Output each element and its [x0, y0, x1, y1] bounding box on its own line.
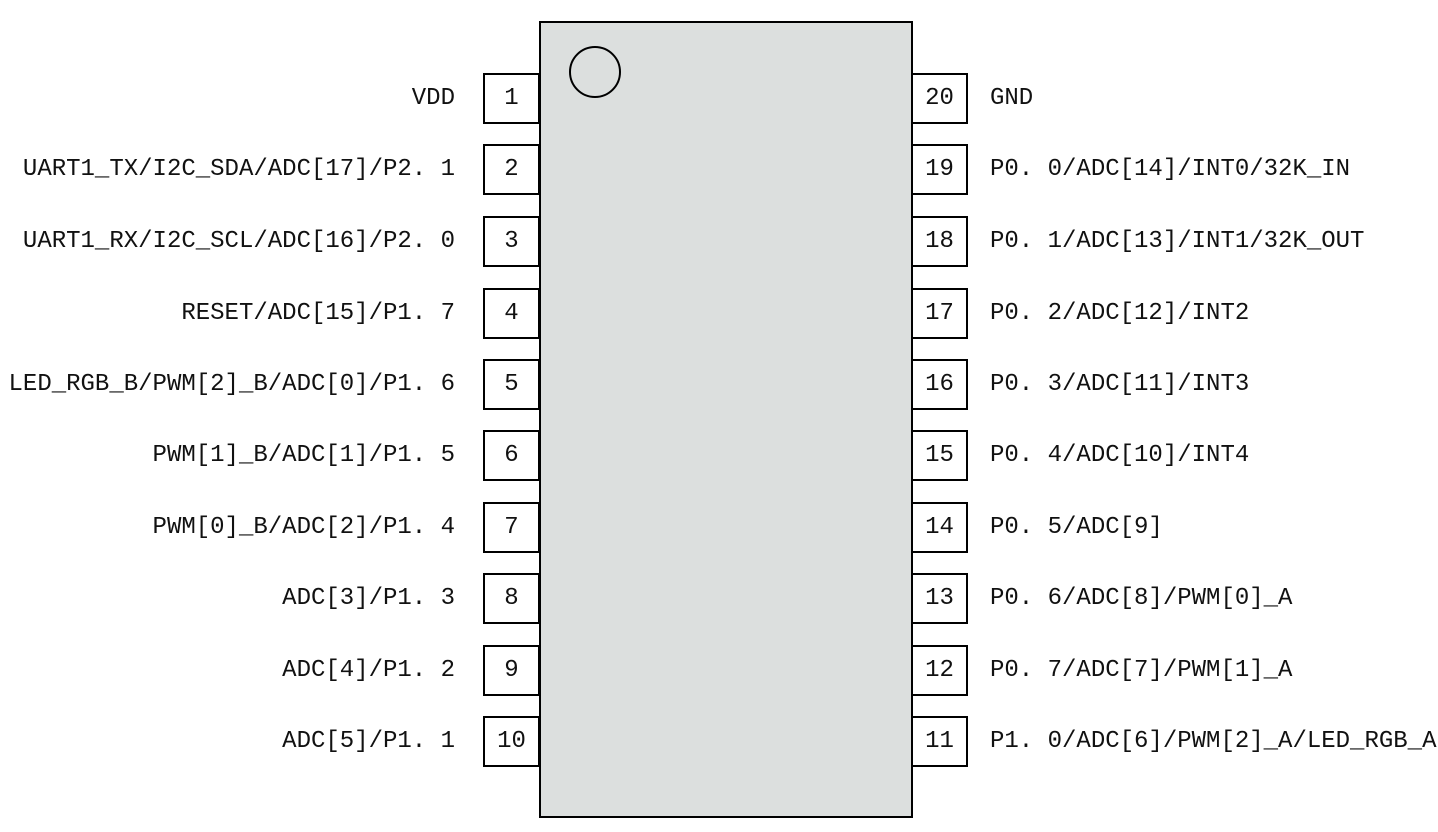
pin-label: P0. 2/ADC[12]/INT2 — [990, 299, 1250, 327]
pin-label: VDD — [411, 84, 455, 112]
pin-number-box: 18 — [911, 216, 968, 267]
pin-number-box: 11 — [911, 716, 968, 767]
pin-row-16: 16 P0. 3/ADC[11]/INT3 — [911, 359, 1438, 410]
pin-row-5: LED_RGB_B/PWM[2]_B/ADC[0]/P1. 6 5 — [0, 359, 540, 410]
pin-row-20: 20 GND — [911, 73, 1438, 124]
pin-number-box: 3 — [483, 216, 540, 267]
pin-number-box: 4 — [483, 288, 540, 339]
pin-label: P0. 4/ADC[10]/INT4 — [990, 441, 1250, 469]
pin-row-11: 11 P1. 0/ADC[6]/PWM[2]_A/LED_RGB_A — [911, 716, 1438, 767]
pin-number-box: 2 — [483, 144, 540, 195]
pin-row-13: 13 P0. 6/ADC[8]/PWM[0]_A — [911, 573, 1438, 624]
pin-row-19: 19 P0. 0/ADC[14]/INT0/32K_IN — [911, 144, 1438, 195]
pin-label: P0. 5/ADC[9] — [990, 513, 1163, 541]
pin-label: ADC[4]/P1. 2 — [282, 656, 455, 684]
pin-label: RESET/ADC[15]/P1. 7 — [181, 299, 455, 327]
pin-row-14: 14 P0. 5/ADC[9] — [911, 502, 1438, 553]
pin-number-box: 17 — [911, 288, 968, 339]
pin-number-box: 14 — [911, 502, 968, 553]
pin-number-box: 7 — [483, 502, 540, 553]
pin-number-box: 9 — [483, 645, 540, 696]
pin-label: ADC[5]/P1. 1 — [282, 727, 455, 755]
pin-label: P0. 0/ADC[14]/INT0/32K_IN — [990, 155, 1351, 183]
pin-label: PWM[1]_B/ADC[1]/P1. 5 — [152, 441, 455, 469]
pin-number-box: 16 — [911, 359, 968, 410]
pin-label: P0. 7/ADC[7]/PWM[1]_A — [990, 656, 1293, 684]
pin-number-box: 10 — [483, 716, 540, 767]
pin-number-box: 8 — [483, 573, 540, 624]
pin-row-1: VDD 1 — [0, 73, 540, 124]
pin-row-7: PWM[0]_B/ADC[2]/P1. 4 7 — [0, 502, 540, 553]
pin-label: P1. 0/ADC[6]/PWM[2]_A/LED_RGB_A — [990, 727, 1437, 755]
pin1-orientation-dot — [569, 46, 621, 98]
pin-number-box: 20 — [911, 73, 968, 124]
pin-row-17: 17 P0. 2/ADC[12]/INT2 — [911, 288, 1438, 339]
pin-label: UART1_RX/I2C_SCL/ADC[16]/P2. 0 — [22, 227, 455, 255]
pin-row-9: ADC[4]/P1. 2 9 — [0, 645, 540, 696]
pin-label: P0. 3/ADC[11]/INT3 — [990, 370, 1250, 398]
pin-row-15: 15 P0. 4/ADC[10]/INT4 — [911, 430, 1438, 481]
pin-row-18: 18 P0. 1/ADC[13]/INT1/32K_OUT — [911, 216, 1438, 267]
pin-number-box: 5 — [483, 359, 540, 410]
pin-label: P0. 1/ADC[13]/INT1/32K_OUT — [990, 227, 1365, 255]
pin-row-10: ADC[5]/P1. 1 10 — [0, 716, 540, 767]
pin-number-box: 15 — [911, 430, 968, 481]
pin-row-6: PWM[1]_B/ADC[1]/P1. 5 6 — [0, 430, 540, 481]
pin-label: UART1_TX/I2C_SDA/ADC[17]/P2. 1 — [22, 155, 455, 183]
pin-row-2: UART1_TX/I2C_SDA/ADC[17]/P2. 1 2 — [0, 144, 540, 195]
pin-row-3: UART1_RX/I2C_SCL/ADC[16]/P2. 0 3 — [0, 216, 540, 267]
pin-label: ADC[3]/P1. 3 — [282, 584, 455, 612]
pin-number-box: 1 — [483, 73, 540, 124]
pin-number-box: 6 — [483, 430, 540, 481]
pin-label: P0. 6/ADC[8]/PWM[0]_A — [990, 584, 1293, 612]
pin-label: LED_RGB_B/PWM[2]_B/ADC[0]/P1. 6 — [8, 370, 455, 398]
pin-row-8: ADC[3]/P1. 3 8 — [0, 573, 540, 624]
pin-label: PWM[0]_B/ADC[2]/P1. 4 — [152, 513, 455, 541]
chip-body — [539, 21, 913, 818]
pin-number-box: 13 — [911, 573, 968, 624]
pin-label: GND — [990, 84, 1034, 112]
pin-row-12: 12 P0. 7/ADC[7]/PWM[1]_A — [911, 645, 1438, 696]
pin-number-box: 12 — [911, 645, 968, 696]
pin-row-4: RESET/ADC[15]/P1. 7 4 — [0, 288, 540, 339]
pin-number-box: 19 — [911, 144, 968, 195]
